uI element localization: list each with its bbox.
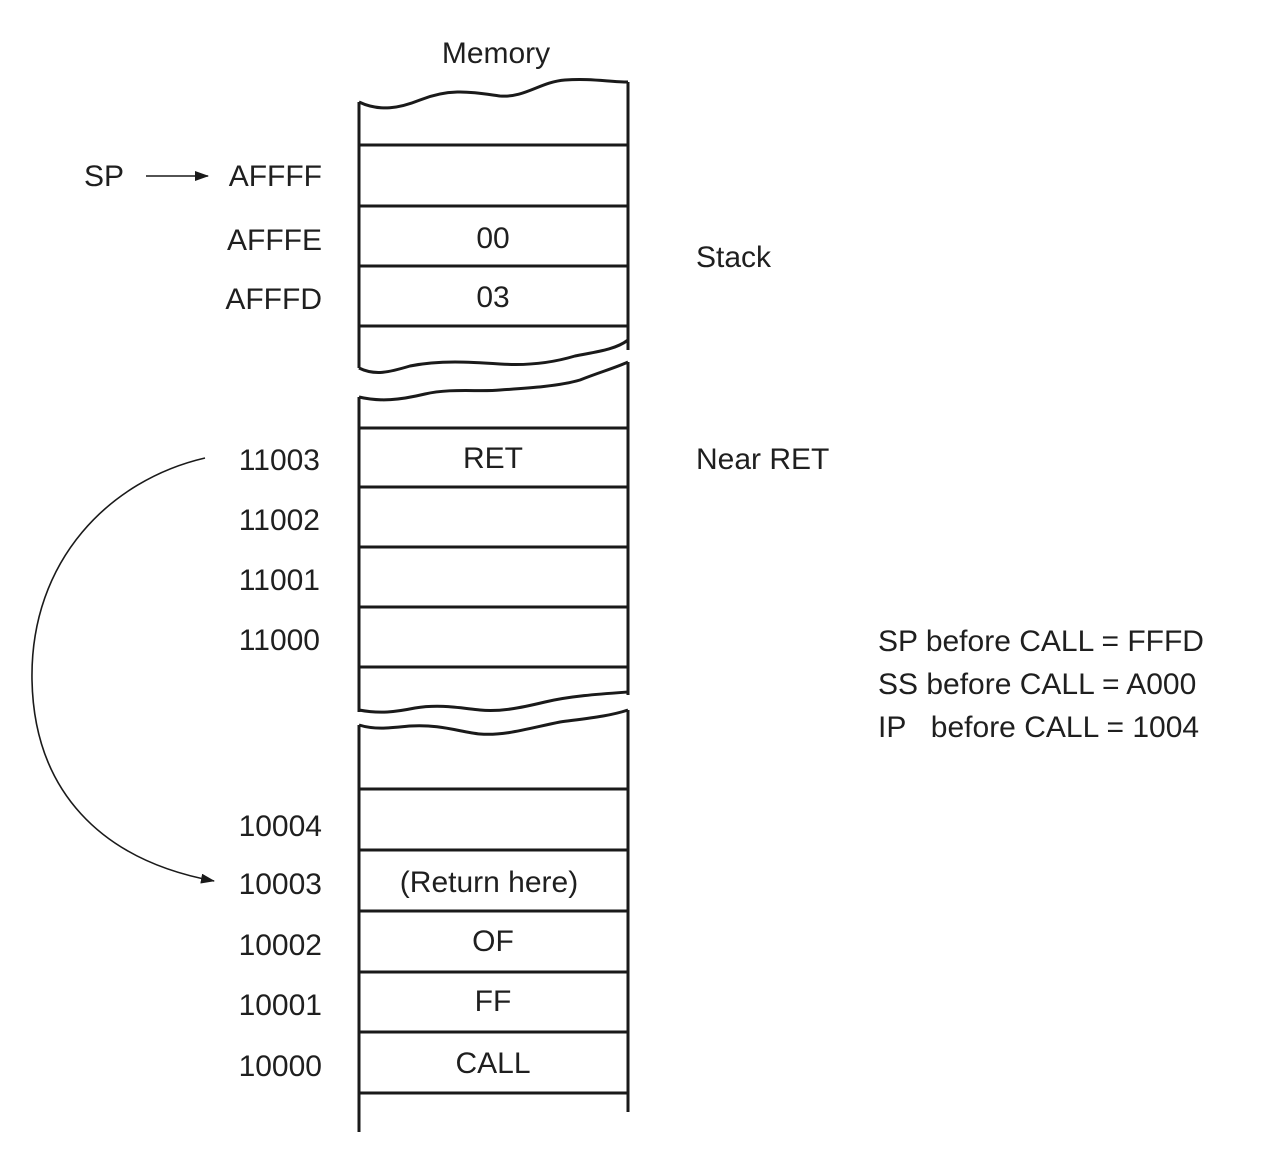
call-block (357, 708, 630, 1132)
address-label: AFFFD (225, 283, 322, 316)
break-bottom-edge (358, 690, 629, 714)
ret-block (357, 360, 630, 714)
address-label: 10003 (239, 868, 322, 901)
address-label: 10000 (239, 1050, 322, 1083)
address-label: 10001 (239, 989, 322, 1022)
address-label: 10004 (239, 810, 322, 843)
return-arrow-icon (31, 457, 215, 884)
memory-cell-value: 00 (476, 222, 509, 255)
memory-cell-value: CALL (455, 1047, 530, 1080)
break-top-edge (358, 77, 629, 110)
address-label: 11000 (239, 624, 320, 657)
memory-cell-value: FF (475, 985, 512, 1018)
near-ret-label: Near RET (696, 443, 829, 476)
address-label: AFFFF (229, 160, 322, 193)
memory-cell-value: RET (463, 442, 523, 475)
note-sp-before-call: SP before CALL = FFFD (878, 625, 1204, 658)
memory-cell-value: OF (472, 925, 514, 958)
memory-title: Memory (442, 37, 550, 70)
address-label: 11003 (239, 444, 320, 477)
memory-cell-value: 03 (476, 281, 509, 314)
note-ip-before-call: IP before CALL = 1004 (878, 711, 1199, 744)
sp-label: SP (84, 160, 124, 193)
stack-block (357, 77, 630, 374)
address-label: 10002 (239, 929, 322, 962)
address-label: AFFFE (227, 224, 322, 257)
stack-section-label: Stack (696, 241, 772, 274)
address-label: 11001 (239, 564, 320, 597)
memory-cell-value: (Return here) (400, 866, 578, 899)
break-top-edge (358, 708, 629, 736)
break-top-edge (358, 360, 629, 402)
note-ss-before-call: SS before CALL = A000 (878, 668, 1196, 701)
address-label: 11002 (239, 504, 320, 537)
break-bottom-edge (358, 338, 629, 374)
